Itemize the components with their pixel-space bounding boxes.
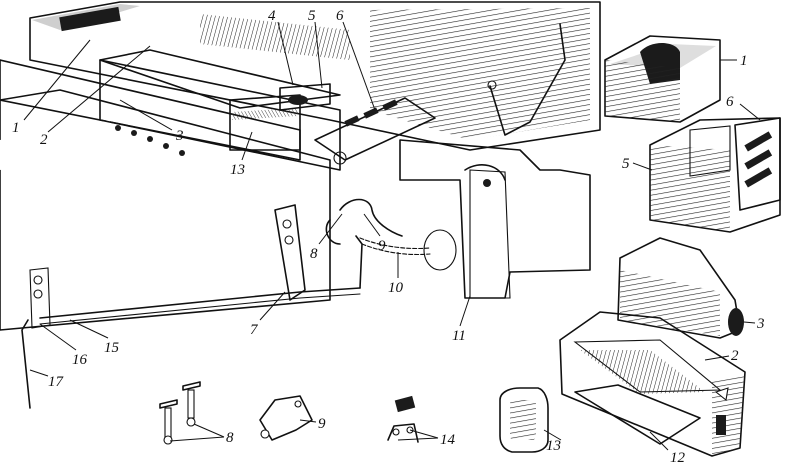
- callout-7-bracket: 7: [250, 322, 259, 338]
- callout-9-part: 9: [318, 416, 326, 432]
- callout-1-frame: 1: [12, 120, 20, 136]
- coupler-head: [399, 139, 591, 299]
- callout-16-pivot: 16: [72, 352, 88, 368]
- callout-13-frame: 13: [230, 162, 245, 178]
- part-3-wedge: [617, 237, 744, 339]
- callout-8-part: 8: [226, 430, 234, 446]
- callout-9-hook: 9: [378, 238, 386, 254]
- leader-lines: [23, 21, 761, 451]
- part-1-block: [604, 35, 721, 123]
- coupler-key: [279, 83, 331, 111]
- callout-11-coupler: 11: [452, 328, 466, 344]
- callout-10-chain: 10: [388, 280, 404, 296]
- callout-6-frame: 6: [336, 8, 344, 24]
- callout-5-part: 5: [622, 156, 630, 172]
- draft-gear: [99, 49, 341, 109]
- callout-5-frame: 5: [308, 8, 316, 24]
- callout-3-frame: 3: [175, 128, 184, 144]
- part-13-pad: [499, 387, 549, 453]
- release-rigging: [21, 198, 457, 409]
- callout-labels: 1 2 3 4 5 6 13 7 8 9 10 11 15 16 17 1 6 …: [12, 8, 765, 466]
- part-12-plate: [574, 384, 701, 445]
- callout-12-part: 12: [670, 450, 686, 466]
- callout-6-part: 6: [726, 94, 734, 110]
- part-2-housing: [559, 311, 746, 457]
- part-5-6-block: [649, 117, 781, 233]
- part-8-pins: [159, 381, 201, 445]
- main-frame: [0, 1, 601, 331]
- callout-17-lever: 17: [48, 374, 65, 390]
- callout-13-part: 13: [546, 438, 561, 454]
- callout-2-frame: 2: [40, 132, 48, 148]
- callout-15-rod: 15: [104, 340, 120, 356]
- part-14-clip: [387, 395, 419, 443]
- striker-plate: [314, 97, 436, 165]
- callout-1-part: 1: [740, 53, 748, 69]
- callout-2-part: 2: [731, 348, 739, 364]
- part-9-bracket: [259, 395, 313, 441]
- callout-8-hook: 8: [310, 246, 318, 262]
- callout-14-part: 14: [440, 432, 456, 448]
- callout-4-key: 4: [268, 8, 276, 24]
- uncoupling-handle: [489, 23, 566, 136]
- callout-3-part: 3: [756, 316, 765, 332]
